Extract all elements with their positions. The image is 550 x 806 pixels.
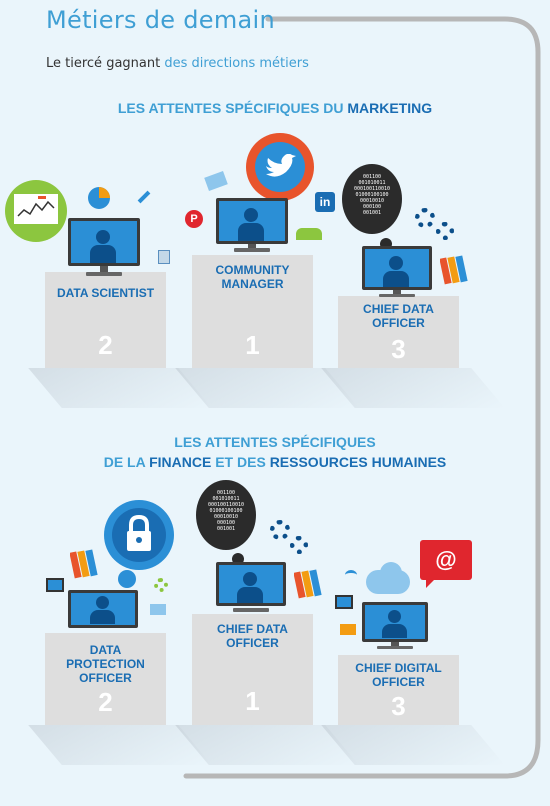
calculator-icon (158, 250, 170, 264)
pinterest-icon: P (185, 210, 203, 228)
podium-label: COMMUNITY MANAGER (215, 263, 290, 291)
podium-data-scientist: DATA SCIENTIST 2 (45, 272, 166, 368)
laptop-icon (335, 595, 353, 609)
wifi-icon (345, 570, 357, 580)
bubble-dot (118, 570, 136, 588)
title-rh: RESSOURCES HUMAINES (269, 454, 447, 470)
podium-community-manager: COMMUNITY MANAGER 1 (192, 255, 313, 368)
section1-title: LES ATTENTES SPÉCIFIQUES DU MARKETING (0, 98, 550, 118)
section1-title-part2: MARKETING (347, 100, 433, 116)
gear-icon (415, 208, 435, 228)
mail-icon (340, 624, 356, 635)
podium-label: CHIEF DIGITAL OFFICER (355, 661, 442, 689)
binders-icon (440, 255, 468, 285)
page-subtitle: Le tiercé gagnant des directions métiers (46, 56, 309, 71)
podium-chief-digital-officer: CHIEF DIGITAL OFFICER 3 (338, 655, 459, 725)
title-et-des: ET DES (215, 454, 266, 470)
podium-label: CHIEF DATA OFFICER (217, 622, 288, 650)
at-sign-icon: @ (420, 540, 472, 580)
subtitle-highlight: des directions métiers (164, 56, 309, 71)
title-finance: FINANCE (149, 454, 212, 470)
binary-bubble-icon (342, 164, 402, 234)
page-title: Métiers de demain (46, 6, 276, 34)
podium-chief-data-officer-2: CHIEF DATA OFFICER 1 (192, 614, 313, 725)
podium-rank: 3 (391, 691, 406, 721)
section2-title-line1: LES ATTENTES SPÉCIFIQUES (174, 434, 376, 450)
title-de-la: DE LA (103, 454, 146, 470)
section2-title-line2: DE LA FINANCE ET DES RESSOURCES HUMAINES (0, 452, 550, 472)
linkedin-icon: in (315, 192, 335, 212)
gear-icon (290, 536, 308, 554)
bubble-tail (426, 578, 436, 588)
podium-label: CHIEF DATA OFFICER (363, 302, 434, 330)
gear-icon (154, 578, 168, 592)
podium-rank: 2 (98, 330, 113, 360)
podium-label: DATA SCIENTIST (56, 286, 155, 300)
gear-icon (270, 520, 290, 540)
podium-rank: 3 (391, 334, 406, 364)
section2-title: LES ATTENTES SPÉCIFIQUES DE LA FINANCE E… (0, 432, 550, 472)
podium-data-protection-officer: DATA PROTECTION OFFICER 2 (45, 633, 166, 725)
laptop-icon (46, 578, 64, 592)
cloud-puff (380, 562, 402, 584)
padlock-icon (127, 515, 151, 551)
section1-title-part1: LES ATTENTES SPÉCIFIQUES DU (117, 100, 344, 116)
group-icon (296, 228, 322, 240)
binary-text: 001100 001010011 000100110010 0100010010… (353, 174, 391, 216)
podium-rank: 1 (245, 330, 260, 360)
binary-text: 001100 001010011 000100110010 0100010010… (207, 490, 245, 532)
podium-label: DATA PROTECTION OFFICER (66, 643, 145, 685)
podium-rank: 2 (98, 687, 113, 717)
mail-icon (150, 604, 166, 615)
gear-icon (436, 222, 454, 240)
podium-rank: 1 (245, 686, 260, 716)
subtitle-prefix: Le tiercé gagnant (46, 56, 161, 71)
line-chart-icon (14, 194, 58, 224)
binary-bubble-icon (196, 480, 256, 550)
podium-chief-data-officer: CHIEF DATA OFFICER 3 (338, 296, 459, 368)
pie-chart-icon (88, 187, 110, 209)
binders-icon (70, 549, 98, 579)
binders-icon (294, 569, 322, 599)
bird-icon (266, 154, 296, 177)
